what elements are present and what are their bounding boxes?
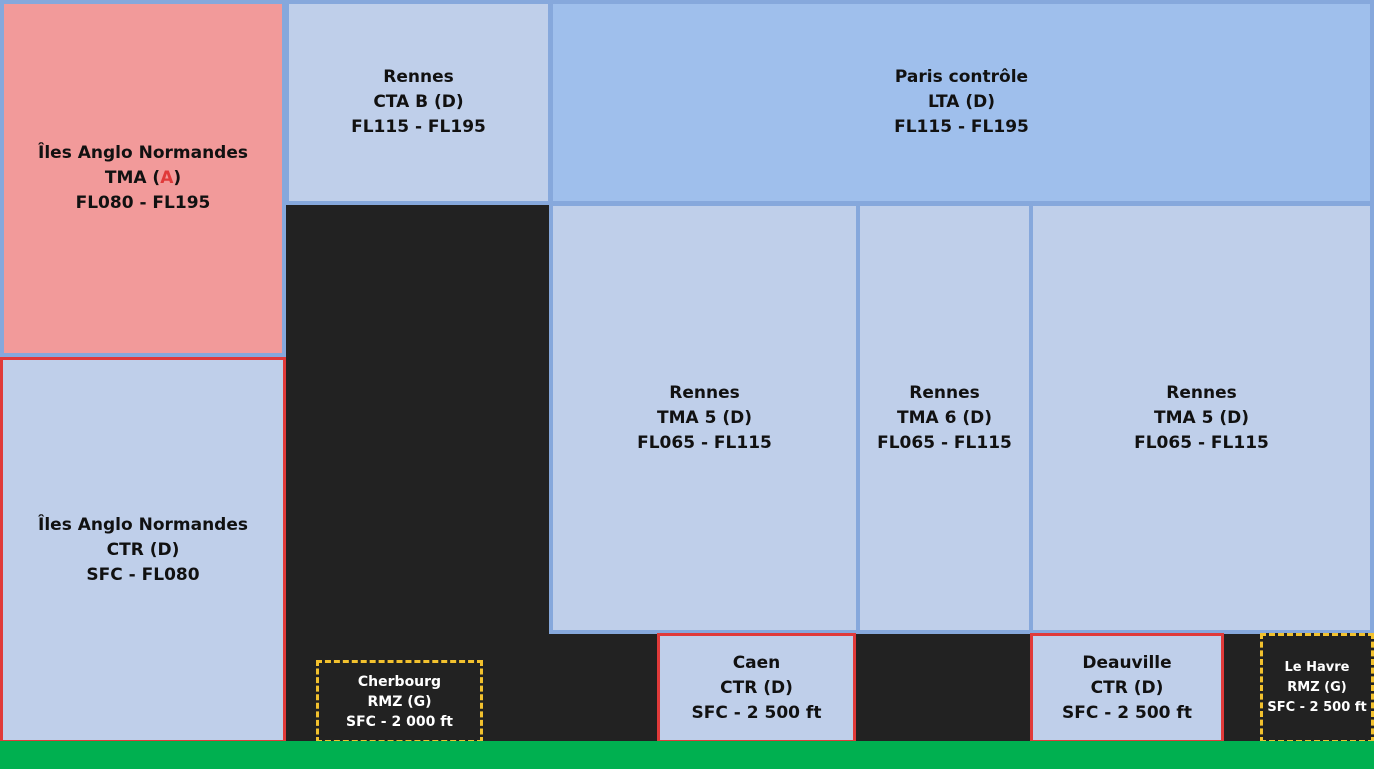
zone-class: TMA 5 (D): [1154, 407, 1249, 428]
zone-class: CTR (D): [720, 677, 793, 698]
class-letter-highlight: A: [160, 168, 174, 188]
zone-name: Caen: [732, 652, 781, 673]
zone-class: RMZ (G): [367, 693, 432, 710]
zone-class: CTR (D): [1090, 677, 1164, 698]
zone-name: Rennes: [909, 382, 980, 403]
zone-levels: FL115 - FL195: [351, 117, 486, 137]
zone-levels: SFC - 2 500 ft: [691, 702, 822, 723]
zone-rennes-cta-b: Rennes CTA B (D) FL115 - FL195: [285, 0, 552, 205]
zone-class: RMZ (G): [1287, 680, 1347, 695]
zone-name: Rennes: [669, 382, 740, 403]
zone-lehavre-rmz: Le Havre RMZ (G) SFC - 2 500 ft: [1260, 633, 1374, 743]
zone-levels: FL115 - FL195: [894, 117, 1029, 137]
zone-rennes-tma5-west: Rennes TMA 5 (D) FL065 - FL115: [549, 202, 860, 634]
zone-name: Îles Anglo Normandes: [38, 514, 248, 535]
zone-rennes-tma6: Rennes TMA 6 (D) FL065 - FL115: [856, 202, 1033, 634]
zone-name: Deauville: [1082, 652, 1172, 673]
zone-levels: FL080 - FL195: [75, 193, 211, 213]
zone-cni-ctr: Îles Anglo Normandes CTR (D) SFC - FL080: [0, 357, 286, 743]
zone-levels: SFC - 2 500 ft: [1267, 700, 1367, 715]
zone-name: Rennes: [383, 67, 454, 87]
zone-class: CTA B (D): [373, 92, 464, 112]
zone-cni-tma: Îles Anglo Normandes TMA (A) FL080 - FL1…: [0, 0, 286, 357]
zone-cherbourg-rmz: Cherbourg RMZ (G) SFC - 2 000 ft: [316, 660, 483, 743]
zone-rennes-tma5-east: Rennes TMA 5 (D) FL065 - FL115: [1029, 202, 1374, 634]
zone-class: TMA 6 (D): [897, 407, 992, 428]
zone-levels: FL065 - FL115: [637, 432, 772, 453]
zone-levels: SFC - 2 500 ft: [1062, 702, 1192, 723]
zone-class: TMA 5 (D): [657, 407, 752, 428]
zone-deauville-ctr: Deauville CTR (D) SFC - 2 500 ft: [1030, 633, 1224, 743]
zone-name: Paris contrôle: [894, 67, 1029, 87]
zone-class: CTR (D): [106, 539, 180, 560]
zone-class: TMA (A): [104, 168, 182, 188]
zone-name: Îles Anglo Normandes: [38, 143, 248, 163]
zone-levels: FL065 - FL115: [1134, 432, 1269, 453]
zone-paris-lta: Paris contrôle LTA (D) FL115 - FL195: [549, 0, 1374, 205]
ground-surface: [0, 741, 1374, 769]
zone-levels: SFC - 2 000 ft: [346, 713, 453, 730]
zone-levels: FL065 - FL115: [877, 432, 1012, 453]
zone-caen-ctr: Caen CTR (D) SFC - 2 500 ft: [657, 633, 856, 743]
zone-name: Rennes: [1166, 382, 1237, 403]
zone-levels: SFC - FL080: [86, 564, 200, 585]
zone-class: LTA (D): [927, 92, 996, 112]
zone-name: Cherbourg: [357, 673, 442, 690]
zone-name: Le Havre: [1284, 660, 1350, 675]
